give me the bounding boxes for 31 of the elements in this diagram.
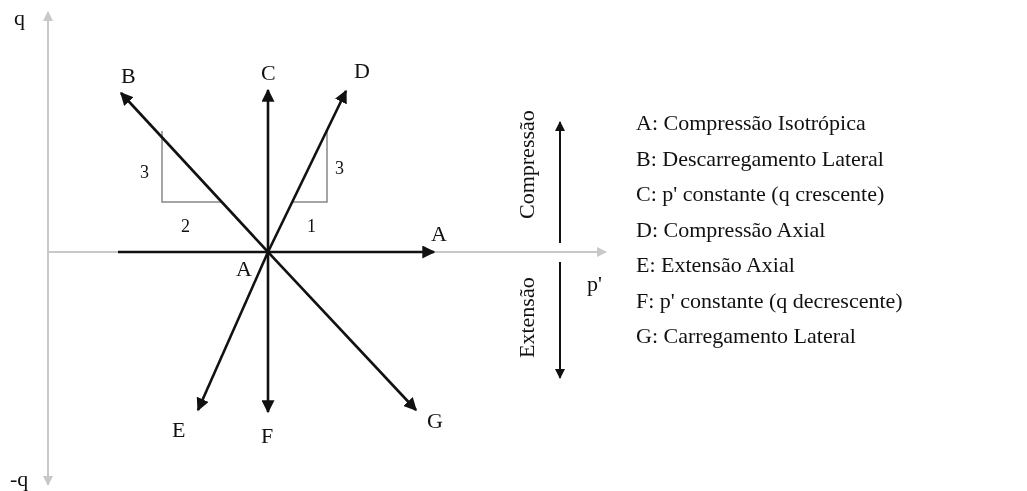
stress-path-arrow [261, 88, 275, 252]
point-label: C [261, 61, 276, 85]
direction-label: Compressão [515, 109, 539, 222]
axis-label: -q [10, 467, 29, 491]
slope-number: 2 [181, 215, 190, 238]
point-label: A [236, 257, 252, 281]
axis-label: q [14, 6, 25, 30]
point-label: D [354, 59, 370, 83]
slope-number: 3 [335, 157, 344, 180]
legend-entry: G: Carregamento Lateral [636, 324, 856, 348]
legend-entry: B: Descarregamento Lateral [636, 146, 884, 171]
point-label: G [427, 409, 443, 433]
stress-path-arrow [118, 245, 436, 259]
legend-entry: A: Compressão Isotrópica [636, 111, 866, 135]
direction-label: Extensão [515, 276, 539, 360]
slope-number: 3 [140, 161, 149, 184]
point-label: B [121, 64, 136, 88]
slope-number: 1 [307, 215, 316, 238]
stress-path-arrow [267, 251, 417, 411]
legend-entry: D: Compressão Axial [636, 217, 826, 242]
legend-entry: C: p' constante (q crescente) [636, 182, 885, 206]
point-label: A [431, 222, 447, 246]
point-label: F [261, 424, 274, 448]
legend-entry: F: p' constante (q decrescente) [636, 288, 903, 313]
axis-label: p' [587, 272, 602, 296]
stress-path-arrow [120, 92, 269, 253]
legend-entry: E: Extensão Axial [636, 253, 795, 277]
stress-path-arrow [196, 251, 270, 412]
point-label: E [172, 418, 186, 442]
stress-path-arrow [266, 89, 348, 253]
stress-path-arrow [261, 252, 275, 414]
